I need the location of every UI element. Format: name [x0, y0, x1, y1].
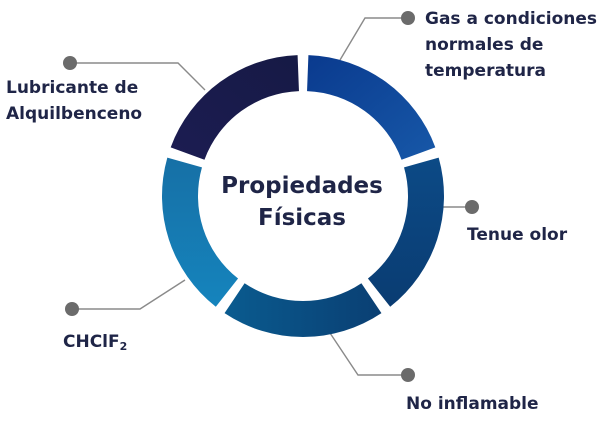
label-inflamable: No inflamable: [406, 394, 539, 414]
ring: [162, 55, 444, 337]
ring-segment-gas: [307, 55, 436, 160]
connector-inflamable: [329, 332, 408, 376]
label-olor: Tenue olor: [467, 225, 568, 245]
label-gas: Gas a condiciones normales de temperatur…: [425, 9, 598, 81]
connector-lubricante: [70, 62, 206, 91]
ring-segment-chclf2: [162, 157, 239, 307]
ring-segment-lubricante: [170, 55, 299, 160]
ring-segment-inflamable: [224, 283, 382, 337]
connector-gas: [339, 17, 408, 61]
label-lubricante: Lubricante de Alquilbenceno: [6, 78, 143, 124]
label-chclf2-sub: 2: [119, 340, 128, 353]
connector-dots: [63, 11, 479, 382]
label-chclf2: CHClF2: [63, 329, 127, 360]
label-chclf2-main: CHClF: [63, 332, 120, 352]
dot-gas: [401, 11, 415, 25]
connector-chclf2: [72, 279, 186, 310]
dot-lubricante: [63, 56, 77, 70]
connector-lines: [70, 17, 472, 376]
dot-olor: [465, 200, 479, 214]
dot-chclf2: [65, 302, 79, 316]
ring-segment-olor: [367, 157, 444, 307]
dot-inflamable: [401, 368, 415, 382]
center-title: Propiedades Físicas: [221, 173, 383, 231]
